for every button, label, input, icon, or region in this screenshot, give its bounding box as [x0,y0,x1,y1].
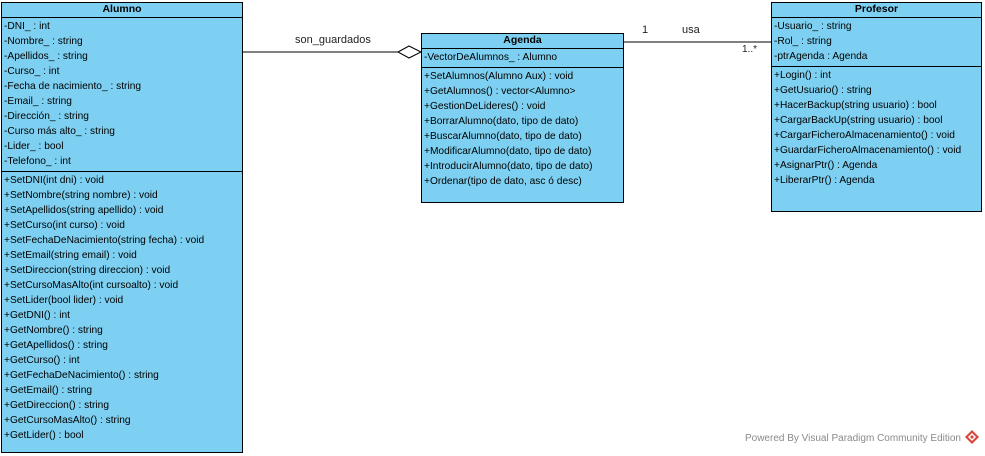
attribute: -DNI_ : int [4,21,50,32]
operation: +SetLider(bool lider) : void [4,295,124,306]
class-agenda-name: Agenda [422,34,623,49]
operation: +GetCursoMasAlto() : string [4,415,131,426]
operation: +SetCurso(int curso) : void [4,220,125,231]
attribute: -Nombre_ : string [4,36,83,47]
operation: +GetCurso() : int [4,355,80,366]
operation: +SetAlumnos(Alumno Aux) : void [424,71,574,82]
operation: +GestionDeLideres() : void [424,101,546,112]
class-profesor-attributes: -Usuario_ : string -Rol_ : string -ptrAg… [772,18,981,67]
class-alumno-operations: +SetDNI(int dni) : void +SetNombre(strin… [2,172,242,445]
operation: +GetAlumnos() : vector<Alumno> [424,86,576,97]
multiplicity-profesor-end: 1..* [742,44,758,55]
operation: +GetDireccion() : string [4,400,110,411]
operation: +Ordenar(tipo de dato, asc ó desc) [424,176,582,187]
operation: +SetEmail(string email) : void [4,250,137,261]
operation: +SetDNI(int dni) : void [4,175,104,186]
attribute: -Rol_ : string [774,36,832,47]
class-alumno[interactable]: Alumno -DNI_ : int -Nombre_ : string -Ap… [1,2,243,453]
attribute: -Lider_ : bool [4,141,64,152]
operation: +Login() : int [774,70,831,81]
visual-paradigm-logo-icon [965,430,979,447]
attribute: -Fecha de nacimiento_ : string [4,81,142,92]
operation: +GetLider() : bool [4,430,84,441]
attribute: -Usuario_ : string [774,21,852,32]
operation: +BuscarAlumno(dato, tipo de dato) [424,131,582,142]
attribute: -Apellidos_ : string [4,51,88,62]
operation: +HacerBackup(string usuario) : bool [774,100,937,111]
operation: +CargarBackUp(string usuario) : bool [774,115,943,126]
operation: +SetDireccion(string direccion) : void [4,265,171,276]
operation: +GetNombre() : string [4,325,103,336]
operation: +IntroducirAlumno(dato, tipo de dato) [424,161,593,172]
attribute: -Email_ : string [4,96,72,107]
attribute: -Curso más alto_ : string [4,126,115,137]
operation: +CargarFicheroAlmacenamiento() : void [774,130,955,141]
watermark: Powered By Visual Paradigm Community Edi… [745,430,979,447]
attribute: -VectorDeAlumnos_ : Alumno [424,52,558,63]
operation: +GuardarFicheroAlmacenamiento() : void [774,145,962,156]
class-profesor-name: Profesor [772,3,981,18]
class-agenda[interactable]: Agenda -VectorDeAlumnos_ : Alumno +SetAl… [421,33,624,203]
operation: +BorrarAlumno(dato, tipo de dato) [424,116,579,127]
operation: +GetApellidos() : string [4,340,108,351]
operation: +AsignarPtr() : Agenda [774,160,878,171]
class-profesor-operations: +Login() : int +GetUsuario() : string +H… [772,67,981,190]
operation: +SetApellidos(string apellido) : void [4,205,164,216]
attribute: -Dirección_ : string [4,111,89,122]
operation: +GetUsuario() : string [774,85,872,96]
class-agenda-operations: +SetAlumnos(Alumno Aux) : void +GetAlumn… [422,68,623,191]
operation: +LiberarPtr() : Agenda [774,175,875,186]
class-alumno-name: Alumno [2,3,242,18]
class-profesor[interactable]: Profesor -Usuario_ : string -Rol_ : stri… [771,2,982,212]
attribute: -ptrAgenda : Agenda [774,51,868,62]
attribute: -Curso_ : int [4,66,60,77]
class-agenda-attributes: -VectorDeAlumnos_ : Alumno [422,49,623,68]
operation: +ModificarAlumno(dato, tipo de dato) [424,146,592,157]
aggregation-diamond [396,45,423,59]
operation: +GetFechaDeNacimiento() : string [4,370,159,381]
watermark-text: Powered By Visual Paradigm Community Edi… [744,433,961,444]
operation: +GetDNI() : int [4,310,70,321]
operation: +GetEmail() : string [4,385,93,396]
attribute: -Telefono_ : int [4,156,71,167]
aggregation-label: son_guardados [295,34,371,46]
association-label: usa [682,24,700,36]
operation: +SetCursoMasAlto(int cursoalto) : void [4,280,179,291]
operation: +SetFechaDeNacimiento(string fecha) : vo… [4,235,205,246]
class-alumno-attributes: -DNI_ : int -Nombre_ : string -Apellidos… [2,18,242,172]
multiplicity-agenda-end: 1 [642,24,649,36]
operation: +SetNombre(string nombre) : void [4,190,158,201]
